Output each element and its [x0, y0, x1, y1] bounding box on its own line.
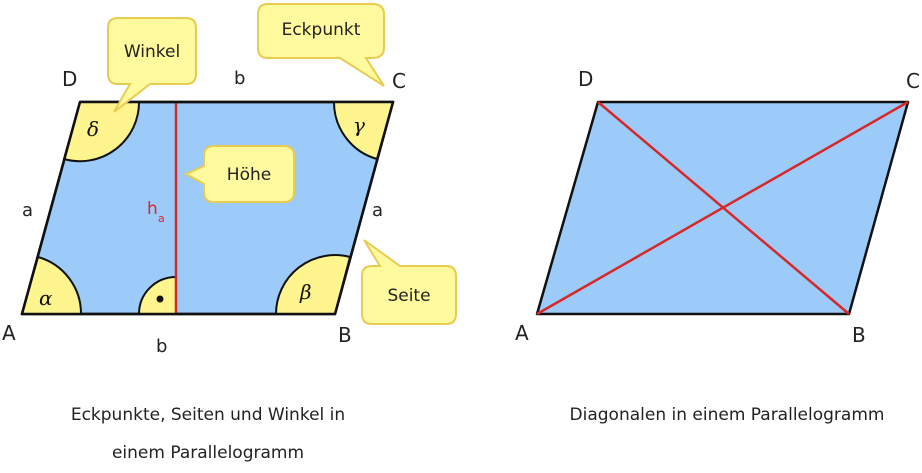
- callout-hoehe: Höhe: [183, 145, 295, 203]
- callout-seite-bubble: [361, 239, 457, 325]
- right-vertex-D: D: [578, 67, 593, 91]
- callout-winkel-bubble: [107, 17, 197, 113]
- angle-beta-sector: [274, 254, 352, 315]
- angle-label-gamma: γ: [353, 113, 365, 137]
- angle-alpha-sector: [20, 255, 83, 315]
- callout-hoehe-bubble: [183, 145, 295, 203]
- left-vertex-B: B: [338, 323, 352, 347]
- left-vertex-C: C: [392, 69, 406, 93]
- callout-hoehe-text: Höhe: [227, 165, 271, 185]
- right-angle-dot: [156, 295, 164, 303]
- right-vertex-A: A: [515, 321, 529, 345]
- left-parallelogram-figure: α β γ δ h a A B C D b b a a Winkel Eckpu…: [2, 3, 457, 463]
- callout-seite: Seite: [361, 239, 457, 325]
- diagonal-BD: [597, 101, 850, 315]
- left-side-top: b: [234, 68, 245, 89]
- left-caption-line1: Eckpunkte, Seiten und Winkel in: [71, 405, 345, 425]
- angle-label-beta: β: [299, 280, 312, 304]
- height-subscript: a: [158, 212, 165, 225]
- right-caption: Diagonalen in einem Parallelogramm: [570, 405, 885, 425]
- right-angle-sector: [137, 275, 177, 315]
- height-label: h: [147, 199, 158, 219]
- callout-winkel: Winkel: [107, 17, 197, 113]
- right-vertex-C: C: [906, 69, 920, 93]
- angle-label-delta: δ: [87, 117, 99, 141]
- callout-eckpunkt: Eckpunkt: [257, 3, 385, 87]
- left-parallelogram-outline: [20, 100, 395, 316]
- callout-eckpunkt-text: Eckpunkt: [282, 20, 361, 40]
- angle-label-alpha: α: [39, 286, 53, 310]
- right-parallelogram-figure: A B C D Diagonalen in einem Parallelogra…: [515, 67, 920, 425]
- right-vertex-B: B: [852, 323, 866, 347]
- left-side-bottom: b: [156, 336, 167, 357]
- left-caption-line2: einem Parallelogramm: [112, 443, 304, 463]
- angle-delta-sector: [62, 101, 141, 163]
- angle-gamma-sector: [332, 101, 395, 161]
- left-side-left: a: [22, 200, 33, 221]
- left-vertex-D: D: [62, 67, 77, 91]
- callout-winkel-text: Winkel: [124, 42, 180, 62]
- left-vertex-A: A: [2, 321, 16, 345]
- callout-eckpunkt-bubble: [257, 3, 385, 87]
- callout-seite-text: Seite: [387, 286, 430, 306]
- left-side-right: a: [372, 200, 383, 221]
